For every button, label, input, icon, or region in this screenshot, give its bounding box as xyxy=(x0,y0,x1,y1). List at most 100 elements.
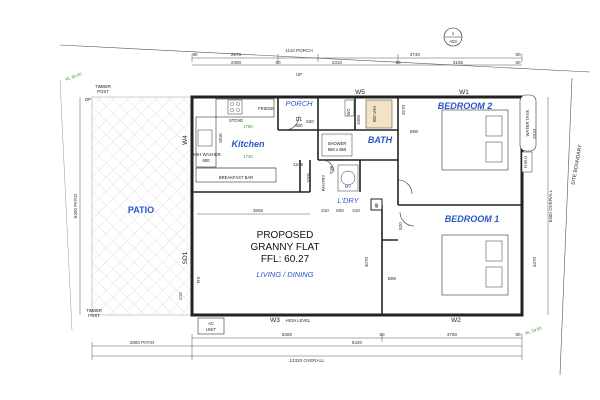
label-biw-2: BIW xyxy=(388,276,396,281)
label-shower: SHOWER xyxy=(328,141,347,146)
stove-burner xyxy=(236,102,240,106)
dim-bottom-4: 90 xyxy=(515,332,521,337)
dim-left-overall: 6400 PATIO xyxy=(73,193,78,218)
ac-unit xyxy=(197,317,225,335)
section-number: 1 xyxy=(452,31,455,36)
label-fridge: FRIDGE xyxy=(258,106,274,111)
dim-living-width: 3565 xyxy=(253,208,264,213)
label-mv: MV xyxy=(345,184,351,189)
label-dishwasher: DISH WASHER xyxy=(191,152,220,157)
room-bath: BATH xyxy=(368,135,393,145)
door-arc xyxy=(321,159,335,173)
label-site-boundary: SITE BOUNDARY xyxy=(571,144,584,186)
dim-misc-4: 2570 xyxy=(401,104,406,115)
dim-misc-1: 820 xyxy=(306,119,314,124)
dim-bottom-1: 5360 xyxy=(282,332,293,337)
dim-second-4: 90 xyxy=(395,60,401,65)
dim-second-3: 2310 xyxy=(332,60,343,65)
label-sink: SINK xyxy=(218,133,223,143)
shower-symbol xyxy=(321,133,353,157)
label-breakfast-bar: BREAKFAST BAR xyxy=(219,175,253,180)
dim-kitchen-width: 1245 xyxy=(293,162,304,167)
dim-top-3: 3740 xyxy=(410,52,421,57)
site-boundary-line-top xyxy=(59,44,591,73)
dim-top-1: 90 xyxy=(192,52,198,57)
dim-misc-6: 2910 xyxy=(532,128,537,139)
dim-second-5: 3165 xyxy=(453,60,464,65)
dimension-ticks xyxy=(91,54,523,360)
bed-2-pillow xyxy=(485,115,503,137)
title-line-3: FFL: 60.27 xyxy=(261,254,310,265)
dim-lory-1: 310 xyxy=(321,208,329,213)
interior-walls xyxy=(192,97,522,315)
room-kitchen: Kitchen xyxy=(231,139,265,149)
patio-area xyxy=(91,96,193,316)
label-stove: STOVE xyxy=(229,118,243,123)
label-w5: W5 xyxy=(355,89,365,96)
label-biw-1: BIW xyxy=(410,129,418,134)
room-living: LIVING / DINING xyxy=(256,270,313,279)
label-w3: W3 xyxy=(270,317,280,324)
dim-bottom-2: 90 xyxy=(379,332,385,337)
room-patio: PATIO xyxy=(128,205,154,215)
label-w2: W2 xyxy=(451,317,461,324)
label-sd1: SD1 xyxy=(182,251,189,264)
label-timber-post-top-2: POST xyxy=(97,89,109,94)
vanity-symbol xyxy=(365,99,393,129)
stove-symbol xyxy=(227,99,243,115)
label-ac-unit-2: UNIT xyxy=(206,327,216,332)
bed-1 xyxy=(441,234,509,296)
title-line-2: GRANNY FLAT xyxy=(250,242,319,253)
label-vanity: 900 VAN xyxy=(372,106,377,122)
label-timber-post-top-1: TIMBER xyxy=(95,84,111,89)
room-bedroom-1: BEDROOM 1 xyxy=(445,214,500,224)
label-shower-size: 950 x 850 xyxy=(328,147,347,152)
label-timber-post-bottom-1: TIMBER xyxy=(86,308,102,313)
room-bedroom-2: BEDROOM 2 xyxy=(438,101,493,111)
stove-burner xyxy=(230,108,234,112)
hot-water-unit xyxy=(521,151,533,173)
label-wc: WC xyxy=(346,109,351,116)
door-arc xyxy=(397,179,413,195)
site-boundary-line-left xyxy=(59,79,73,331)
stove-burner xyxy=(236,108,240,112)
bed-1-pillow xyxy=(485,240,503,262)
dim-bottom-3: 3760 xyxy=(447,332,458,337)
dim-bottom-middle: 5420 xyxy=(352,340,363,345)
dim-top-porch: 1110 PORCH xyxy=(285,48,312,53)
green-note-kitchen-1: 1780 xyxy=(243,124,253,129)
title-line-1: PROPOSED xyxy=(257,230,314,241)
s-symbol-box xyxy=(370,198,383,211)
laundry-tub-symbol xyxy=(340,170,356,186)
label-hwu: H.W.U xyxy=(523,156,528,168)
dim-misc-2: 1000 xyxy=(306,172,311,183)
label-tub: TUB xyxy=(329,166,334,175)
label-w3-note: HIGH LEVEL xyxy=(286,318,311,323)
label-s-symbol: S xyxy=(375,204,379,210)
outer-walls xyxy=(190,95,524,317)
dim-misc-7: 3470 xyxy=(532,256,537,267)
laundry-area xyxy=(337,164,359,192)
wc-symbol xyxy=(344,99,355,117)
label-d1-size: 820 xyxy=(296,123,304,128)
sink-symbol xyxy=(197,129,213,147)
dim-second-1: 2390 xyxy=(231,60,242,65)
section-sheet: A03 xyxy=(449,39,457,44)
label-water-tank: WATER TANK xyxy=(525,109,530,136)
label-ac-unit-1: AC xyxy=(208,321,214,326)
label-dp: DP xyxy=(85,97,91,102)
label-d1: D1 xyxy=(296,117,303,123)
label-w1: W1 xyxy=(459,89,469,96)
kitchen-bench-left xyxy=(195,116,217,168)
room-laundry: L'DRY xyxy=(337,196,359,205)
dim-second-2: 90 xyxy=(275,60,281,65)
label-up: UP xyxy=(296,72,302,77)
door-arc xyxy=(399,211,415,227)
bed-1-pillow xyxy=(485,266,503,288)
label-pantry: PANTRY xyxy=(321,174,326,191)
label-fix: FIX xyxy=(196,277,201,284)
dim-top-4: 90 xyxy=(515,52,521,57)
dim-misc-8: 210 xyxy=(178,292,183,300)
dim-misc-3: 1900 xyxy=(356,114,361,125)
